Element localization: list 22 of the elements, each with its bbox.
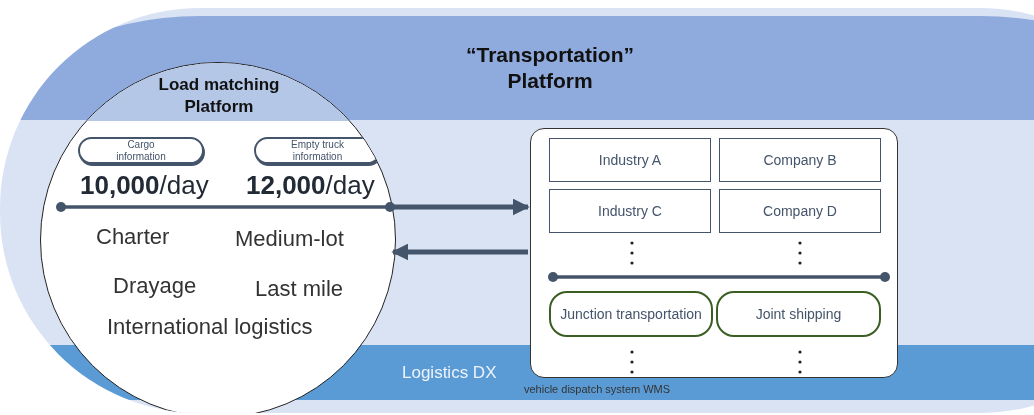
arrow xyxy=(392,198,530,216)
company-box: Company D xyxy=(719,189,881,233)
daily-count: 12,000/day xyxy=(246,170,375,201)
info-pill: Cargo information xyxy=(78,137,204,164)
service-type: Drayage xyxy=(113,273,197,299)
band-label: Logistics DX xyxy=(402,363,497,383)
platform-heading: “Transportation” Platform xyxy=(465,42,635,94)
service-pill: Junction transportation xyxy=(549,291,713,337)
company-box: Industry A xyxy=(549,138,711,182)
service-type: International logistics xyxy=(107,314,313,340)
company-box: Company B xyxy=(719,138,881,182)
platform-capsule xyxy=(0,8,1034,413)
arrow xyxy=(391,243,528,261)
company-box: Industry C xyxy=(549,189,711,233)
daily-count: 10,000/day xyxy=(80,170,209,201)
system-caption: vehicle dispatch system WMS xyxy=(524,383,671,395)
circle-heading: Load matching Platform xyxy=(157,74,281,118)
service-type: Medium-lot xyxy=(235,226,344,252)
service-type: Last mile xyxy=(255,276,344,302)
service-type: Charter xyxy=(96,224,170,250)
system-panel xyxy=(530,128,898,378)
service-pill: Joint shipping xyxy=(716,291,881,337)
